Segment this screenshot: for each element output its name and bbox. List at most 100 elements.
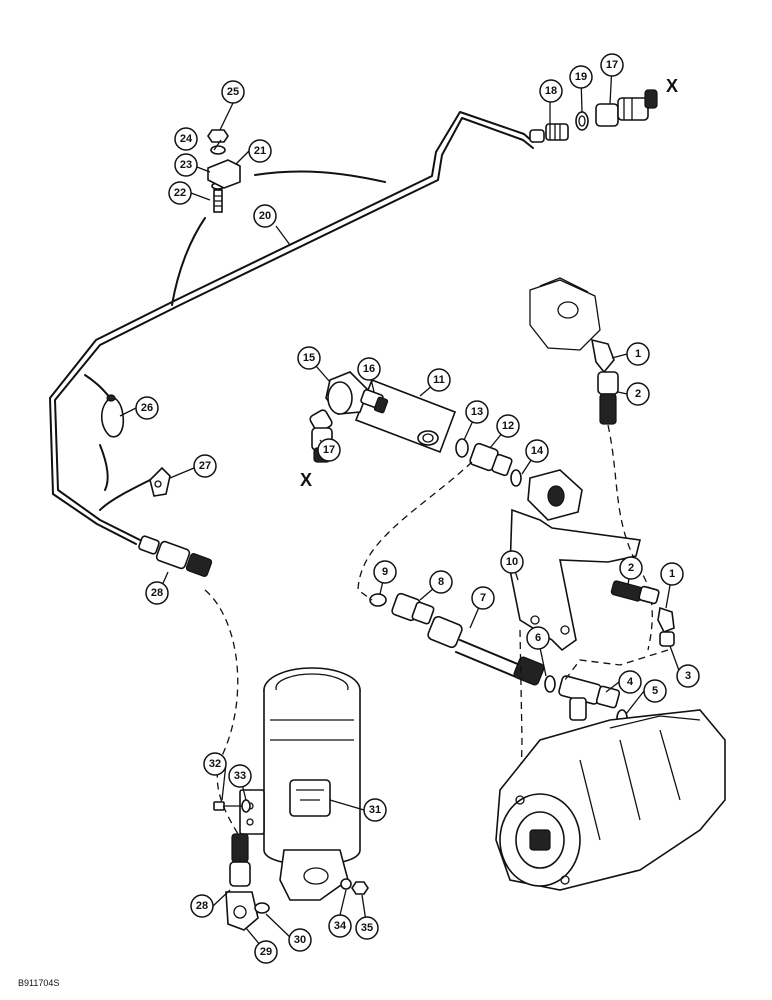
fitting-18 — [529, 123, 569, 143]
callout-16: 16 — [357, 357, 381, 381]
callout-2-top: 2 — [626, 382, 650, 406]
svg-text:4: 4 — [627, 676, 634, 688]
callout-31: 31 — [363, 798, 387, 822]
svg-text:2: 2 — [635, 388, 641, 400]
svg-text:13: 13 — [471, 406, 483, 418]
svg-text:18: 18 — [545, 85, 557, 97]
svg-text:9: 9 — [382, 566, 388, 578]
svg-text:27: 27 — [199, 460, 211, 472]
seal-30 — [254, 902, 270, 914]
callout-13: 13 — [465, 400, 489, 424]
svg-text:11: 11 — [433, 374, 445, 386]
leader-clip-27 — [99, 479, 151, 511]
hose-end-2-top — [597, 371, 619, 425]
callout-8: 8 — [429, 570, 453, 594]
svg-text:28: 28 — [196, 900, 208, 912]
elbow-29 — [225, 891, 259, 931]
callout-20: 20 — [253, 204, 277, 228]
callout-6: 6 — [526, 626, 550, 650]
callout-15: 15 — [297, 346, 321, 370]
callout-12: 12 — [496, 414, 520, 438]
tee-fitting-4 — [558, 675, 621, 721]
seal-13 — [455, 438, 469, 458]
svg-text:17: 17 — [606, 59, 618, 71]
callout-19: 19 — [569, 65, 593, 89]
svg-text:10: 10 — [506, 556, 518, 568]
svg-text:20: 20 — [259, 210, 271, 222]
svg-text:25: 25 — [227, 86, 239, 98]
callout-4: 4 — [618, 670, 642, 694]
svg-text:19: 19 — [575, 71, 587, 83]
svg-text:7: 7 — [480, 592, 486, 604]
svg-text:16: 16 — [363, 363, 375, 375]
svg-text:28: 28 — [151, 587, 163, 599]
callout-35: 35 — [355, 916, 379, 940]
callout-26: 26 — [135, 396, 159, 420]
svg-text:33: 33 — [234, 770, 246, 782]
callout-24: 24 — [174, 127, 198, 151]
leader-clamp-26b — [99, 444, 109, 491]
svg-text:24: 24 — [180, 133, 193, 145]
callout-25: 25 — [221, 80, 245, 104]
leader-hardware-22 — [171, 217, 206, 306]
callout-10: 10 — [500, 550, 524, 574]
dashed-route-3-4 — [564, 649, 669, 681]
clip-27 — [149, 466, 171, 497]
valve-cap-15 — [325, 371, 369, 415]
filter-assembly-31 — [239, 667, 361, 901]
callout-30: 30 — [288, 928, 312, 952]
svg-text:3: 3 — [685, 670, 691, 682]
callout-22: 22 — [168, 181, 192, 205]
svg-text:15: 15 — [303, 352, 315, 364]
svg-text:6: 6 — [535, 632, 541, 644]
callout-1-lower: 1 — [660, 562, 684, 586]
hose-end-28-lower — [229, 833, 251, 887]
svg-text:1: 1 — [635, 348, 641, 360]
svg-text:12: 12 — [502, 420, 514, 432]
connection-mark-x-top: X — [666, 76, 678, 96]
svg-text:26: 26 — [141, 402, 153, 414]
callout-32: 32 — [203, 752, 227, 776]
svg-text:29: 29 — [260, 946, 272, 958]
fitting-12 — [469, 442, 513, 477]
svg-text:1: 1 — [669, 568, 675, 580]
svg-text:17: 17 — [323, 444, 335, 456]
tube-20 — [49, 111, 534, 545]
elbow-1-lower — [657, 606, 675, 647]
svg-text:22: 22 — [174, 187, 186, 199]
leader-hardware-21 — [254, 170, 386, 183]
fitting-8 — [391, 592, 435, 625]
hose-end-28-upper — [138, 535, 213, 577]
hose-7 — [427, 615, 545, 686]
callout-9: 9 — [373, 560, 397, 584]
dashed-route-28 — [204, 589, 239, 835]
svg-text:2: 2 — [628, 562, 634, 574]
tee-fitting-14 — [527, 469, 583, 521]
callout-5: 5 — [643, 679, 667, 703]
svg-text:30: 30 — [294, 934, 306, 946]
hardware-stack — [207, 129, 241, 213]
svg-text:21: 21 — [254, 145, 266, 157]
hydraulic-pump — [495, 709, 726, 891]
hose-end-2-lower — [610, 580, 660, 605]
callout-17-top: 17 — [600, 53, 624, 77]
seal-6 — [544, 675, 556, 693]
svg-text:8: 8 — [438, 576, 444, 588]
seal-14 — [510, 469, 522, 487]
callout-29: 29 — [254, 940, 278, 964]
svg-text:32: 32 — [209, 758, 221, 770]
callout-7: 7 — [471, 586, 495, 610]
washer-34 — [340, 878, 352, 890]
callout-17-lower: 17 — [317, 438, 341, 462]
callout-21: 21 — [248, 139, 272, 163]
callout-11: 11 — [427, 368, 451, 392]
elbow-1-top — [590, 338, 615, 374]
fitting-16 — [360, 389, 389, 414]
nut-35 — [351, 881, 369, 895]
svg-text:5: 5 — [652, 685, 658, 697]
valve-housing-top — [529, 277, 601, 351]
svg-text:34: 34 — [334, 920, 347, 932]
callout-34: 34 — [328, 914, 352, 938]
callout-23: 23 — [174, 153, 198, 177]
